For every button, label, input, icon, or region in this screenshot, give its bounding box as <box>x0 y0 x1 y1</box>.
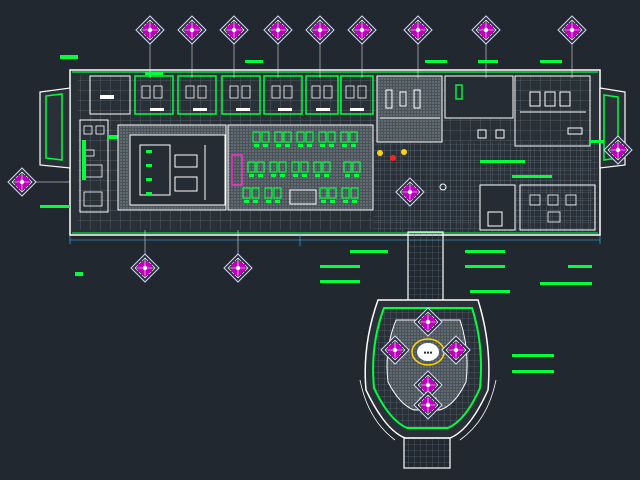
detail-marker <box>135 15 165 45</box>
office-rooms-row <box>89 75 591 147</box>
detail-marker <box>305 15 335 45</box>
dining-zone <box>117 124 227 211</box>
detail-marker <box>471 15 501 45</box>
detail-marker <box>7 167 37 197</box>
detail-marker <box>403 15 433 45</box>
detail-marker <box>347 15 377 45</box>
service-core <box>79 119 118 213</box>
detail-marker <box>557 15 587 45</box>
detail-marker <box>223 253 253 283</box>
detail-marker <box>177 15 207 45</box>
dimension-lines <box>69 234 601 246</box>
detail-marker <box>263 15 293 45</box>
annotation-notes <box>40 55 604 373</box>
connector-corridor <box>407 231 444 308</box>
svg-text:▪▪▪: ▪▪▪ <box>423 350 432 356</box>
open-office <box>227 124 374 211</box>
detail-marker <box>219 15 249 45</box>
detail-marker <box>130 253 160 283</box>
